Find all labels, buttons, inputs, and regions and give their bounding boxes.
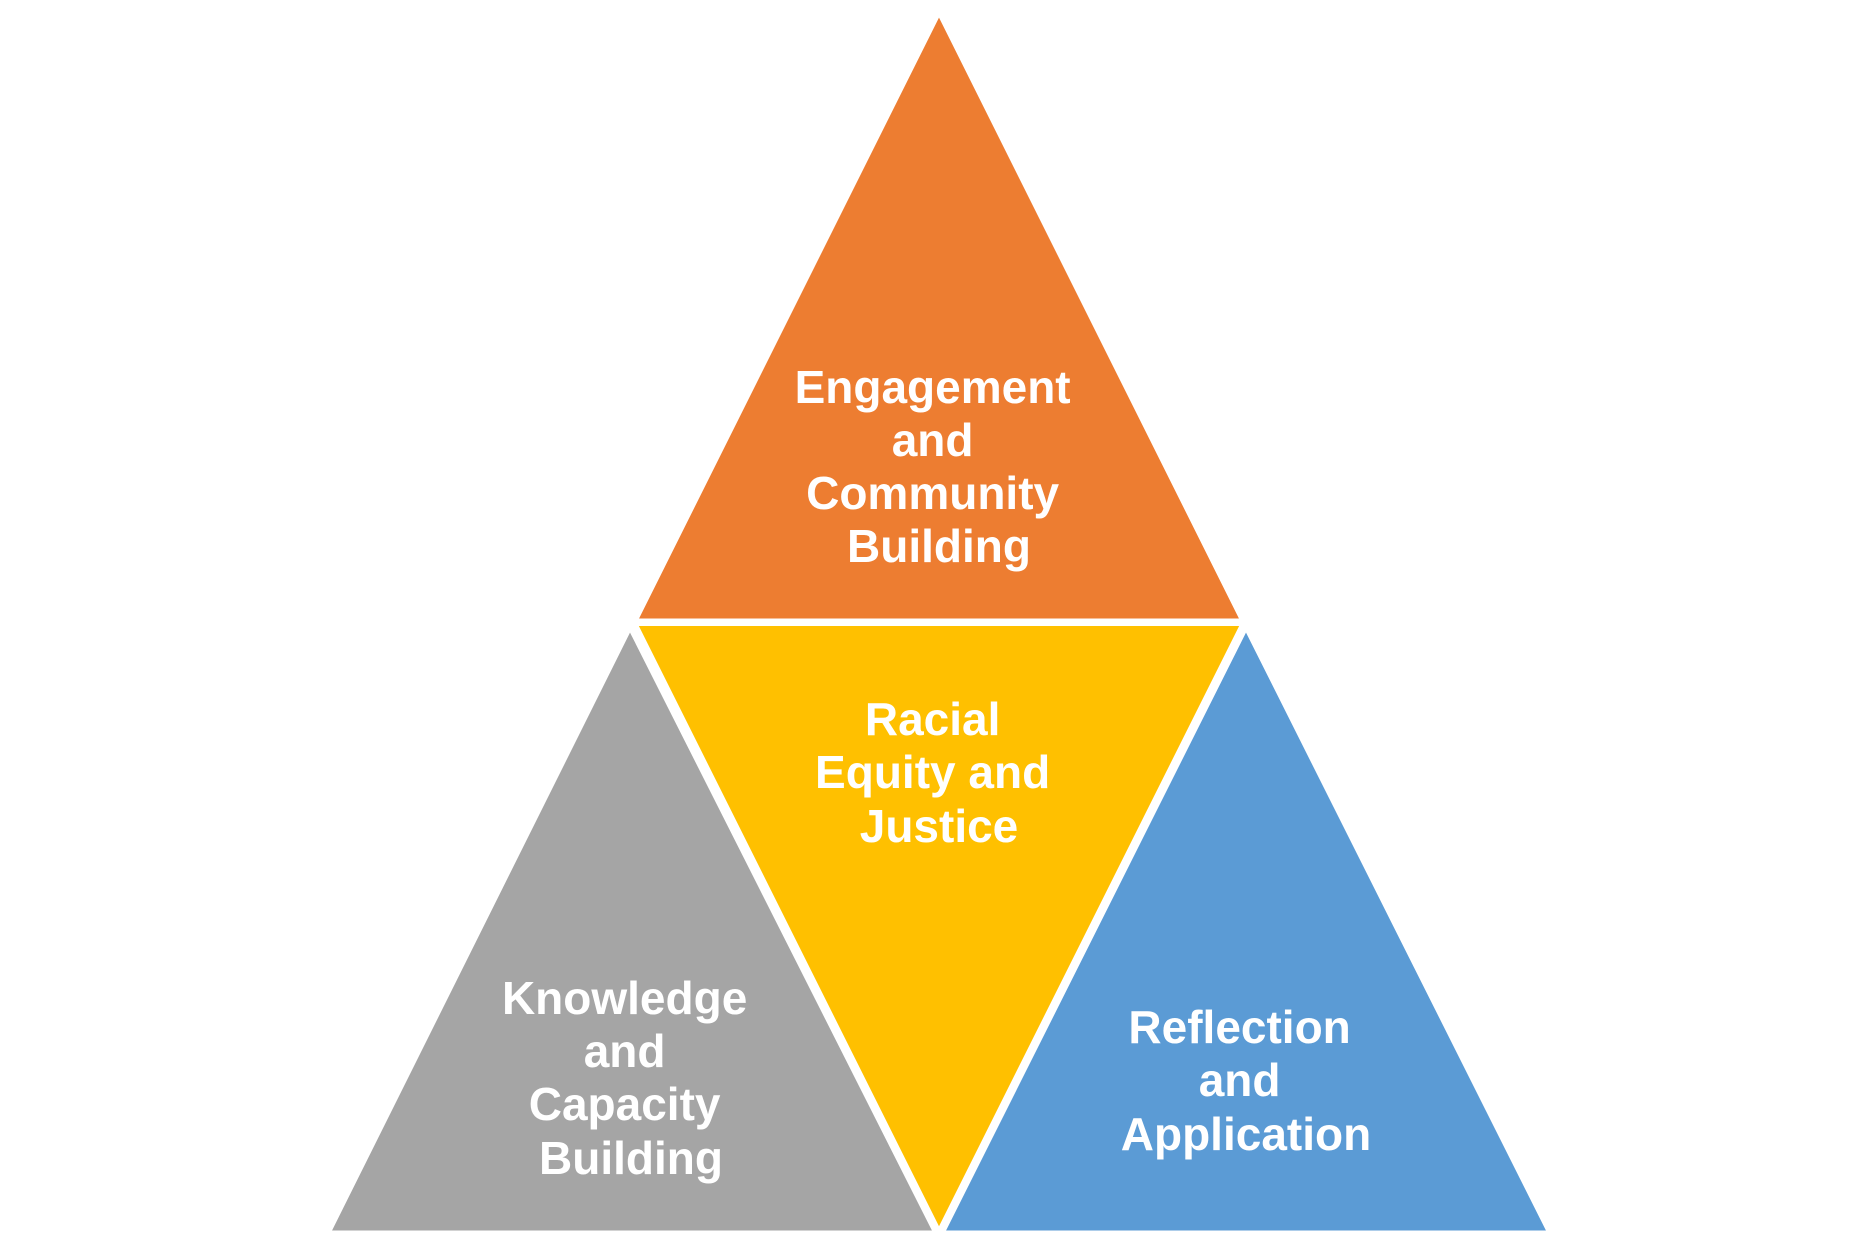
reflection-label-line: Application	[1121, 1108, 1371, 1160]
racial-equity-label: Racial Equity and Justice	[815, 693, 1063, 852]
knowledge-label-line: Building	[539, 1132, 723, 1184]
engagement-label-line: and	[892, 414, 974, 466]
engagement-label-line: Engagement	[795, 361, 1071, 413]
racial-equity-triangle	[629, 620, 1249, 1237]
racial-equity-label-line: Justice	[860, 800, 1019, 852]
knowledge-label-line: Capacity	[529, 1078, 721, 1130]
reflection-label-line: Reflection	[1128, 1001, 1350, 1053]
knowledge-triangle	[323, 621, 941, 1236]
engagement-label: Engagement and Community Building	[795, 361, 1084, 572]
reflection-label: Reflection and Application	[1121, 1001, 1371, 1160]
engagement-label-line: Community	[806, 467, 1059, 519]
reflection-triangle	[937, 621, 1555, 1236]
knowledge-label: Knowledge and Capacity Building	[502, 972, 760, 1184]
engagement-label-line: Building	[847, 520, 1031, 572]
racial-equity-label-line: Racial	[865, 693, 1001, 745]
reflection-label-line: and	[1199, 1054, 1281, 1106]
racial-equity-label-line: Equity and	[815, 746, 1050, 798]
knowledge-label-line: and	[584, 1025, 666, 1077]
knowledge-label-line: Knowledge	[502, 972, 747, 1024]
